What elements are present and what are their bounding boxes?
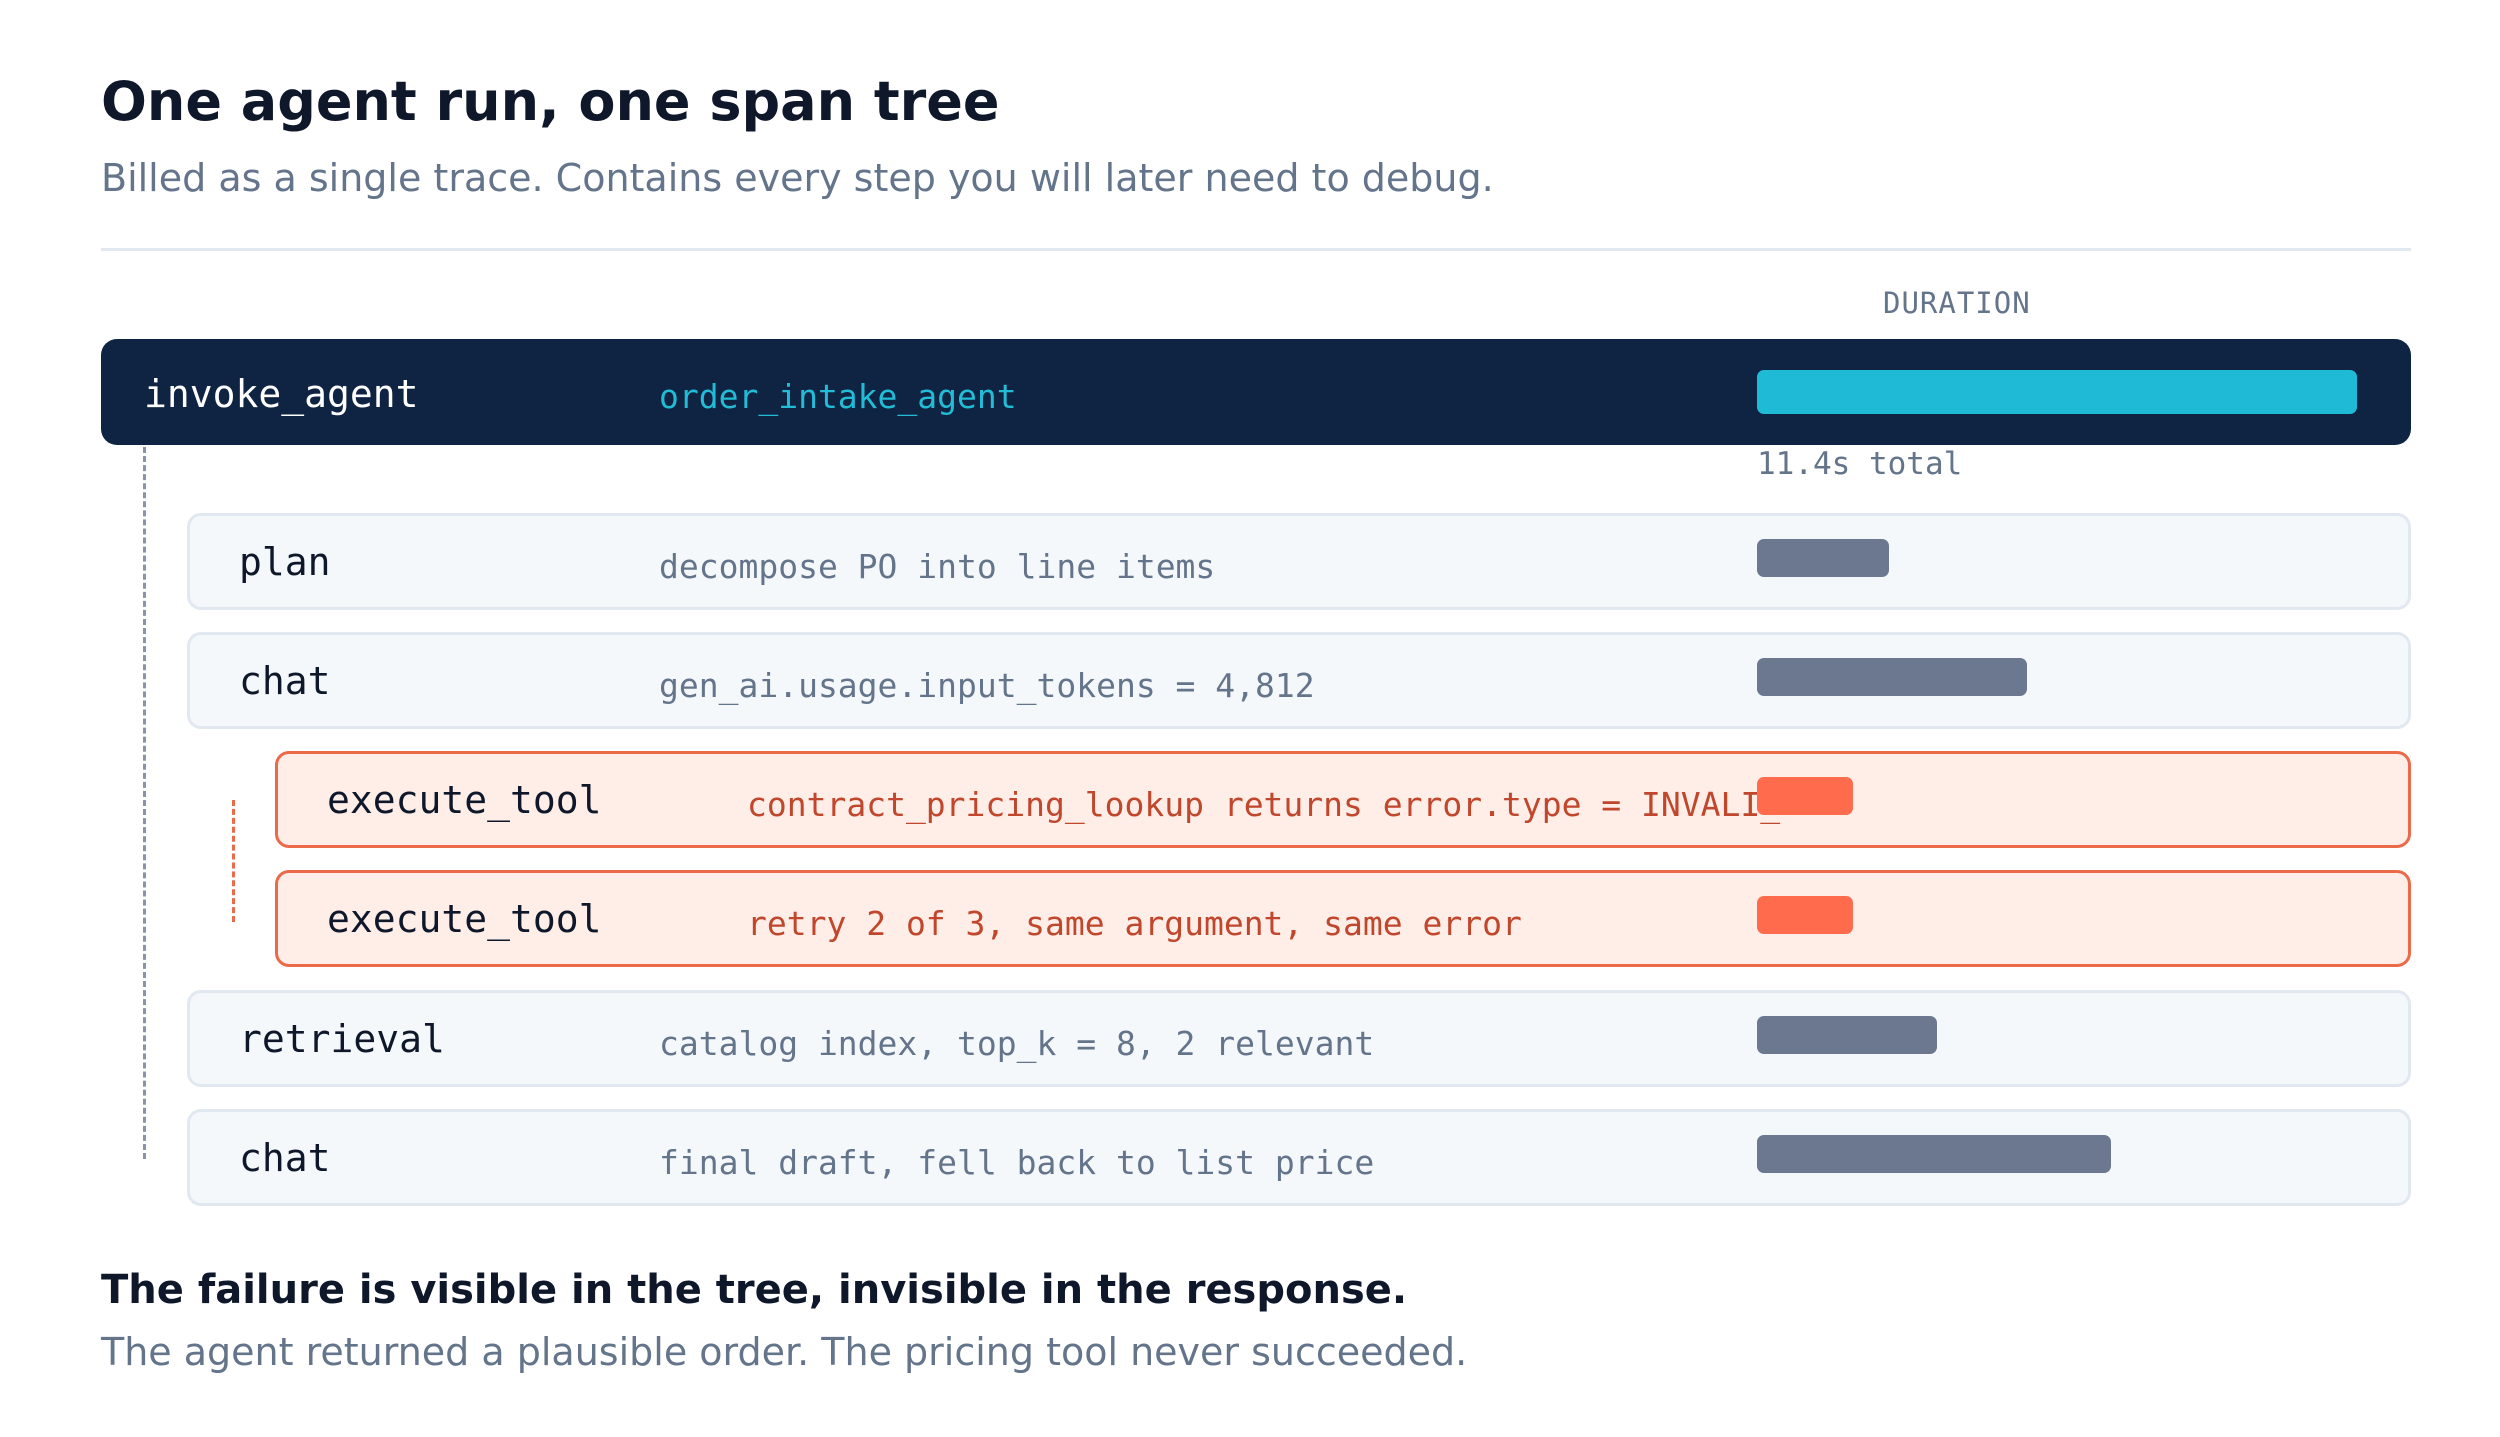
span-row-execute-tool[interactable] <box>275 751 2411 848</box>
span-name: chat <box>239 659 331 703</box>
header-divider <box>101 248 2411 251</box>
duration-bar <box>1757 1016 1937 1054</box>
span-detail: final draft, fell back to list price <box>659 1143 1375 1182</box>
duration-column-header: DURATION <box>1883 286 2031 320</box>
span-detail: catalog index, top_k = 8, 2 relevant <box>659 1024 1375 1063</box>
duration-bar <box>1757 896 1853 934</box>
span-name: retrieval <box>239 1017 445 1061</box>
span-name: execute_tool <box>327 778 602 822</box>
span-detail: retry 2 of 3, same argument, same error <box>747 904 1522 943</box>
span-name: plan <box>239 540 331 584</box>
span-row-plan[interactable] <box>187 513 2411 610</box>
span-detail: order_intake_agent <box>659 377 1017 416</box>
span-name: execute_tool <box>327 897 602 941</box>
total-duration-label: 11.4s total <box>1757 446 1963 482</box>
span-name: invoke_agent <box>144 372 419 416</box>
duration-bar <box>1757 658 2027 696</box>
footer-title: The failure is visible in the tree, invi… <box>101 1267 1408 1313</box>
page-title: One agent run, one span tree <box>101 70 1000 133</box>
duration-bar <box>1757 1135 2111 1173</box>
duration-bar <box>1757 777 1853 815</box>
span-row-chat[interactable] <box>187 632 2411 729</box>
duration-bar-root <box>1757 370 2357 414</box>
footer-subtitle: The agent returned a plausible order. Th… <box>101 1330 1468 1374</box>
page-subtitle: Billed as a single trace. Contains every… <box>101 156 1494 200</box>
span-row-retrieval[interactable] <box>187 990 2411 1087</box>
span-name: chat <box>239 1136 331 1180</box>
span-detail: decompose PO into line items <box>659 547 1216 586</box>
tree-connector-depth-2 <box>232 800 235 922</box>
span-detail: contract_pricing_lookup returns error.ty… <box>747 785 1781 824</box>
duration-bar <box>1757 539 1889 577</box>
span-detail: gen_ai.usage.input_tokens = 4,812 <box>659 666 1315 705</box>
tree-connector-depth-1 <box>143 447 146 1159</box>
span-row-execute-tool[interactable] <box>275 870 2411 967</box>
